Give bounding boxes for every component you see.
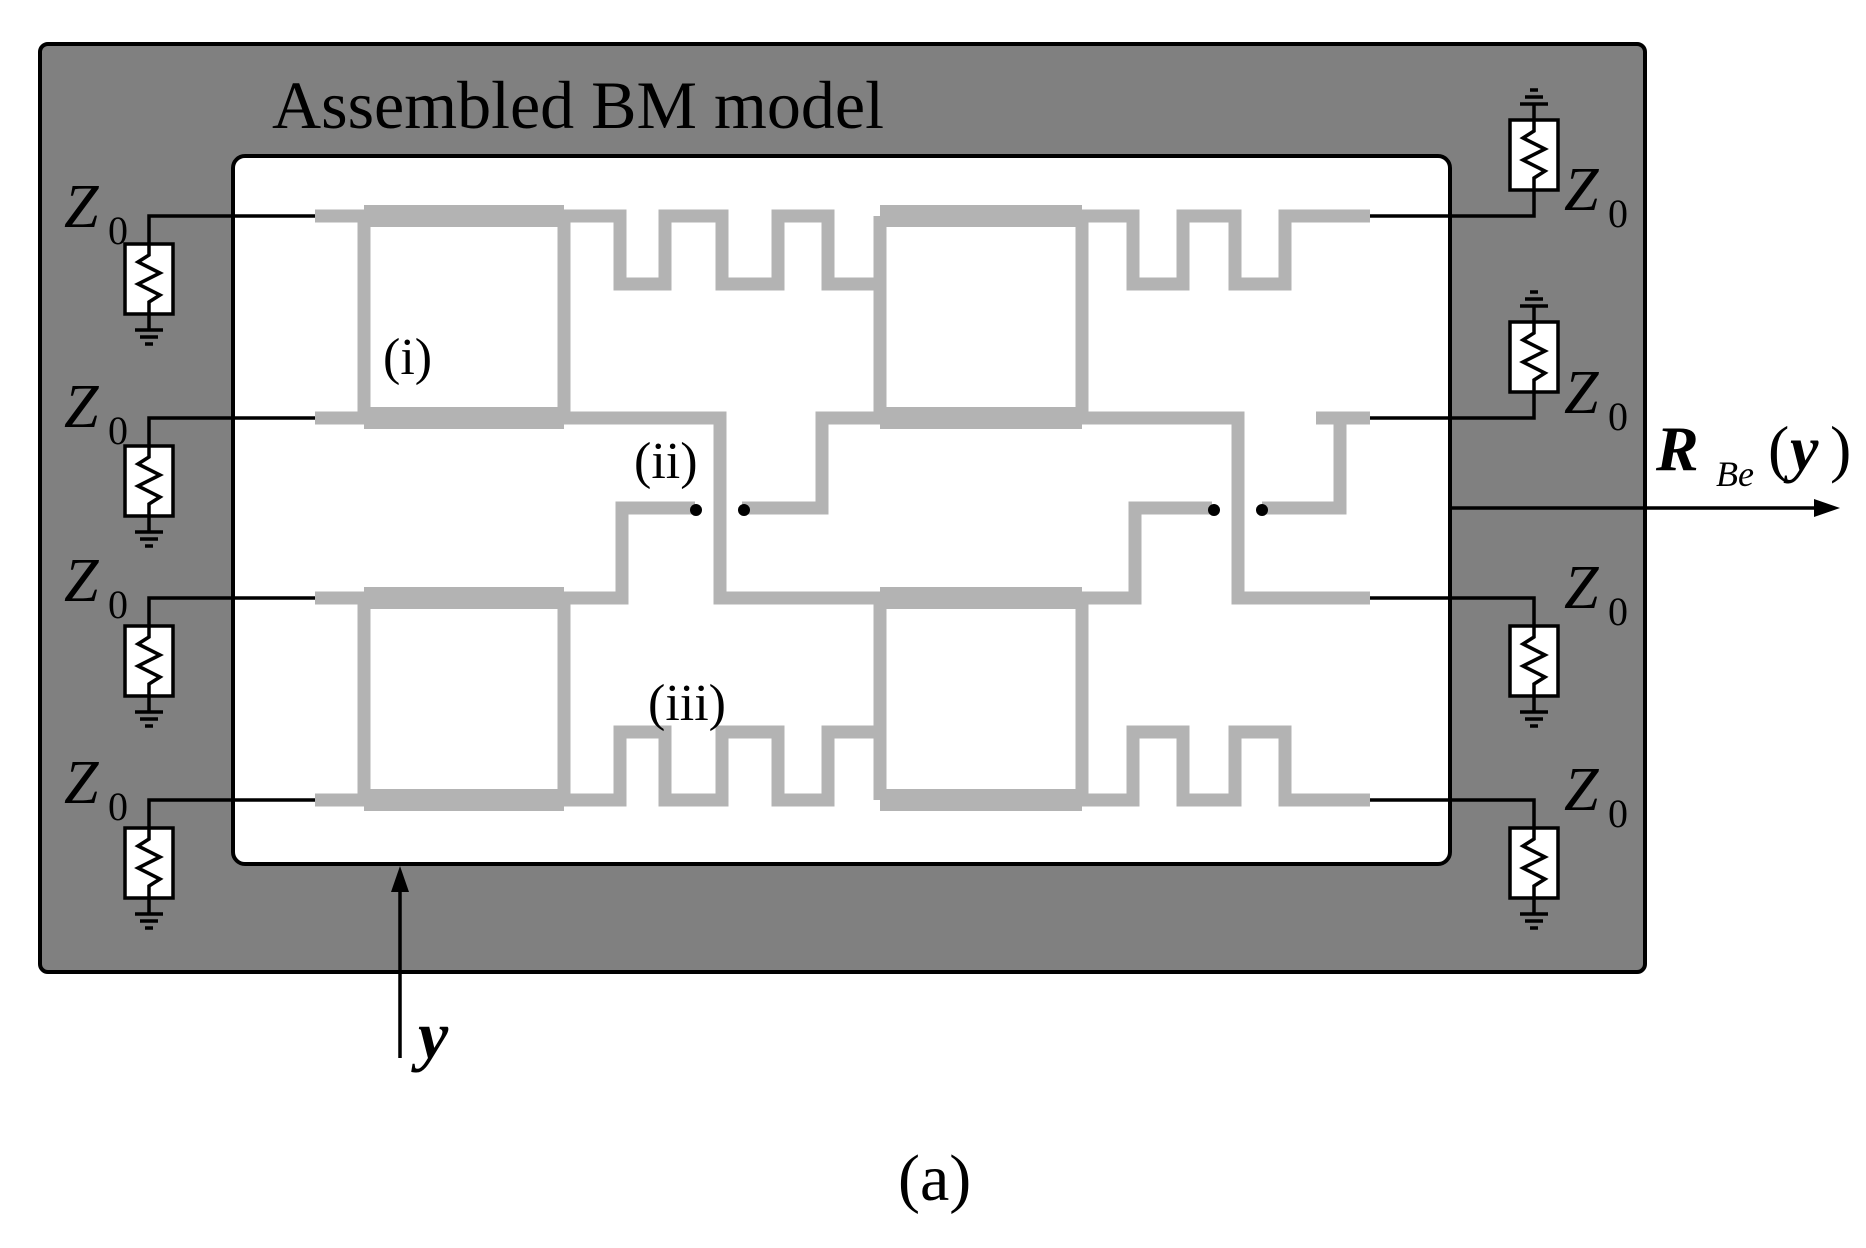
crossover-dot (738, 504, 750, 516)
z0-label-left-3: Z 0 (64, 547, 128, 627)
crossover-right-b (1082, 501, 1212, 605)
svg-text:0: 0 (1608, 394, 1628, 439)
svg-text:Z: Z (64, 749, 99, 817)
svg-text:Z: Z (1564, 359, 1599, 427)
microstrip-circuit (315, 205, 1370, 811)
svg-text:0: 0 (108, 582, 128, 627)
crossover-left-a (564, 411, 880, 605)
svg-text:0: 0 (108, 208, 128, 253)
meander-line-bottom-2 (1082, 725, 1370, 807)
svg-text:R: R (1655, 413, 1699, 484)
model-title: Assembled BM model (272, 67, 884, 143)
meander-line-top-1 (564, 209, 880, 291)
crossover-right-c (1262, 411, 1370, 515)
label-i: (i) (383, 329, 432, 386)
svg-text:Be: Be (1716, 454, 1754, 494)
svg-text:Z: Z (64, 173, 99, 241)
branch-line-coupler-3 (357, 587, 571, 811)
crossover-dot (690, 504, 702, 516)
svg-text:0: 0 (1608, 791, 1628, 836)
label-iii: (iii) (648, 675, 726, 732)
z0-label-left-1: Z 0 (64, 173, 128, 253)
crossover-dot (1256, 504, 1268, 516)
input-arrow (391, 866, 409, 1058)
svg-text:Z: Z (1564, 554, 1599, 622)
svg-text:0: 0 (1608, 589, 1628, 634)
z0-label-left-2: Z 0 (64, 373, 128, 453)
crossover-dot (1208, 504, 1220, 516)
z0-label-right-2: Z 0 (1564, 359, 1628, 439)
figure-caption: (a) (898, 1142, 971, 1215)
svg-text:Z: Z (64, 547, 99, 615)
left-ports (123, 214, 315, 930)
svg-text:Z: Z (1564, 756, 1599, 824)
svg-text:): ) (1830, 413, 1851, 484)
inner-panel (231, 154, 1452, 866)
crossover-right-a (1082, 411, 1370, 605)
output-label: R Be ( y ) (1655, 413, 1851, 494)
input-variable-label: y (411, 997, 449, 1073)
right-ports (1370, 88, 1560, 930)
output-arrow (1450, 499, 1840, 517)
z0-label-right-4: Z 0 (1564, 756, 1628, 836)
crossover-left-b (564, 501, 695, 605)
svg-text:0: 0 (1608, 191, 1628, 236)
svg-text:Z: Z (64, 373, 99, 441)
z0-label-right-1: Z 0 (1564, 156, 1628, 236)
z0-label-left-4: Z 0 (64, 749, 128, 829)
meander-line-bottom-1 (564, 725, 880, 807)
svg-text:0: 0 (108, 408, 128, 453)
crossover-left-c (742, 411, 880, 515)
meander-line-top-2 (1082, 209, 1370, 291)
z0-label-right-3: Z 0 (1564, 554, 1628, 634)
svg-text:(: ( (1768, 413, 1789, 484)
svg-text:0: 0 (108, 784, 128, 829)
label-ii: (ii) (634, 433, 698, 490)
branch-line-coupler-2 (873, 205, 1089, 429)
svg-text:Z: Z (1564, 156, 1599, 224)
branch-line-coupler-1 (357, 205, 571, 429)
branch-line-coupler-4 (873, 587, 1089, 811)
